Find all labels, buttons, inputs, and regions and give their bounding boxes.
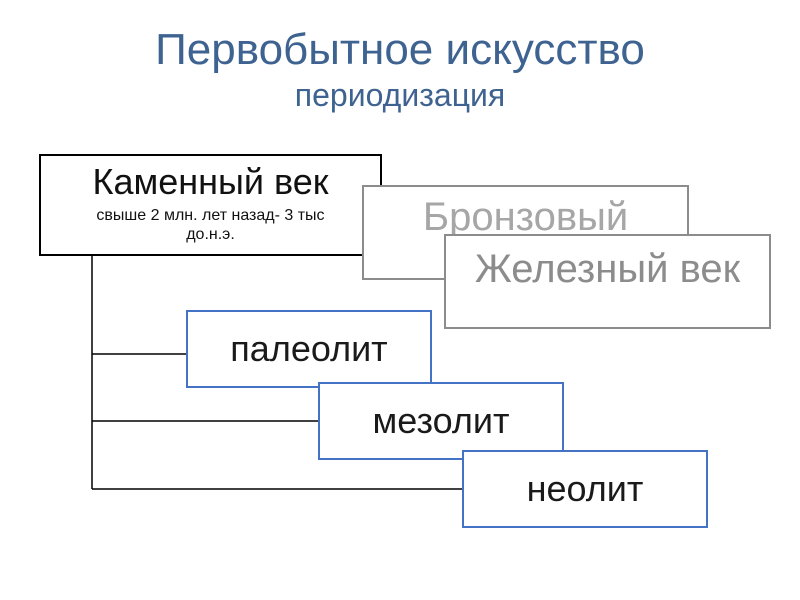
- iron-age-label: Железный век: [474, 247, 741, 291]
- mesolithic-label: мезолит: [372, 400, 510, 441]
- mesolithic-box: мезолит: [318, 382, 564, 460]
- bronze-age-label: Бронзовый: [422, 195, 629, 239]
- stone-age-dates-line2: до.н.э.: [186, 226, 235, 243]
- neolithic-box: неолит: [462, 450, 708, 528]
- neolithic-label: неолит: [526, 468, 644, 509]
- paleolithic-box: палеолит: [186, 310, 432, 388]
- stone-age-dates: свыше 2 млн. лет назад- 3 тыс: [96, 207, 325, 224]
- iron-age-box: Железный век: [444, 234, 771, 329]
- stone-age-label: Каменный век: [92, 161, 329, 202]
- stone-age-box: Каменный век свыше 2 млн. лет назад- 3 т…: [39, 154, 382, 256]
- slide-title: Первобытное искусство: [155, 25, 645, 74]
- paleolithic-label: палеолит: [230, 328, 388, 369]
- slide-subtitle: периодизация: [294, 77, 506, 113]
